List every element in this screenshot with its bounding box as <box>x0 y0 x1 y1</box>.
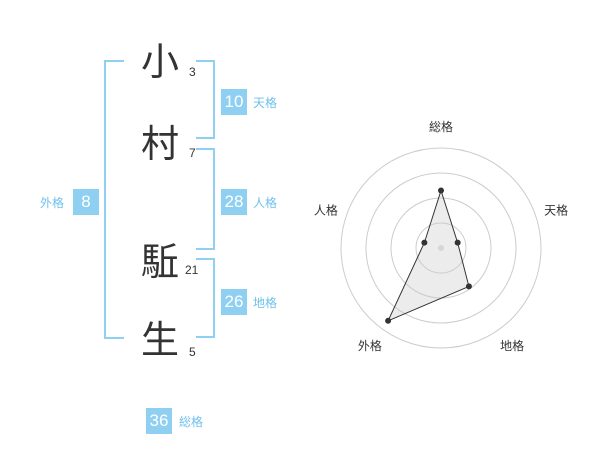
radar-axis-label-5: 人格 <box>314 203 338 218</box>
radar-point-4 <box>385 317 392 324</box>
stroke-count-4: 5 <box>189 345 196 359</box>
radar-center-dot <box>438 245 444 251</box>
name-char-3: 駈 <box>140 240 179 284</box>
radar-ring-4 <box>340 147 542 349</box>
stroke-count-1: 3 <box>189 65 196 79</box>
radar-point-5 <box>421 239 428 246</box>
chikaku-value: 26 <box>221 289 247 315</box>
radar-point-2 <box>454 239 461 246</box>
radar-point-3 <box>465 283 472 290</box>
gaikaku-bracket <box>104 60 124 339</box>
radar-axis-label-1: 総格 <box>429 119 453 134</box>
tenkaku-label: 天格 <box>253 96 278 110</box>
radar-ring-1 <box>415 222 467 274</box>
radar-marks <box>385 187 472 324</box>
stroke-count-3: 21 <box>185 263 199 277</box>
jinkaku-label: 人格 <box>253 196 278 210</box>
gaikaku-label: 外格 <box>40 196 65 210</box>
jinkaku-bracket <box>196 148 215 250</box>
gaikaku-value: 8 <box>73 189 99 215</box>
name-char-2: 村 <box>140 122 179 166</box>
stroke-count-2: 7 <box>189 146 196 160</box>
radar-grid <box>340 147 542 349</box>
radar-axis-label-3: 地格 <box>500 338 524 353</box>
name-char-4: 生 <box>140 318 179 362</box>
soukaku-value: 36 <box>146 408 172 434</box>
radar-ring-3 <box>365 172 517 324</box>
tenkaku-bracket <box>196 60 215 139</box>
chikaku-label: 地格 <box>253 296 278 310</box>
name-char-1: 小 <box>140 40 179 84</box>
radar-axis-label-4: 外格 <box>358 338 382 353</box>
radar-series-polygon <box>387 188 470 322</box>
chikaku-bracket <box>196 258 215 338</box>
radar-axis-label-2: 天格 <box>544 203 568 218</box>
soukaku-label: 総格 <box>179 415 204 429</box>
radar-point-1 <box>438 187 444 194</box>
jinkaku-value: 28 <box>221 189 247 215</box>
tenkaku-value: 10 <box>221 89 247 115</box>
